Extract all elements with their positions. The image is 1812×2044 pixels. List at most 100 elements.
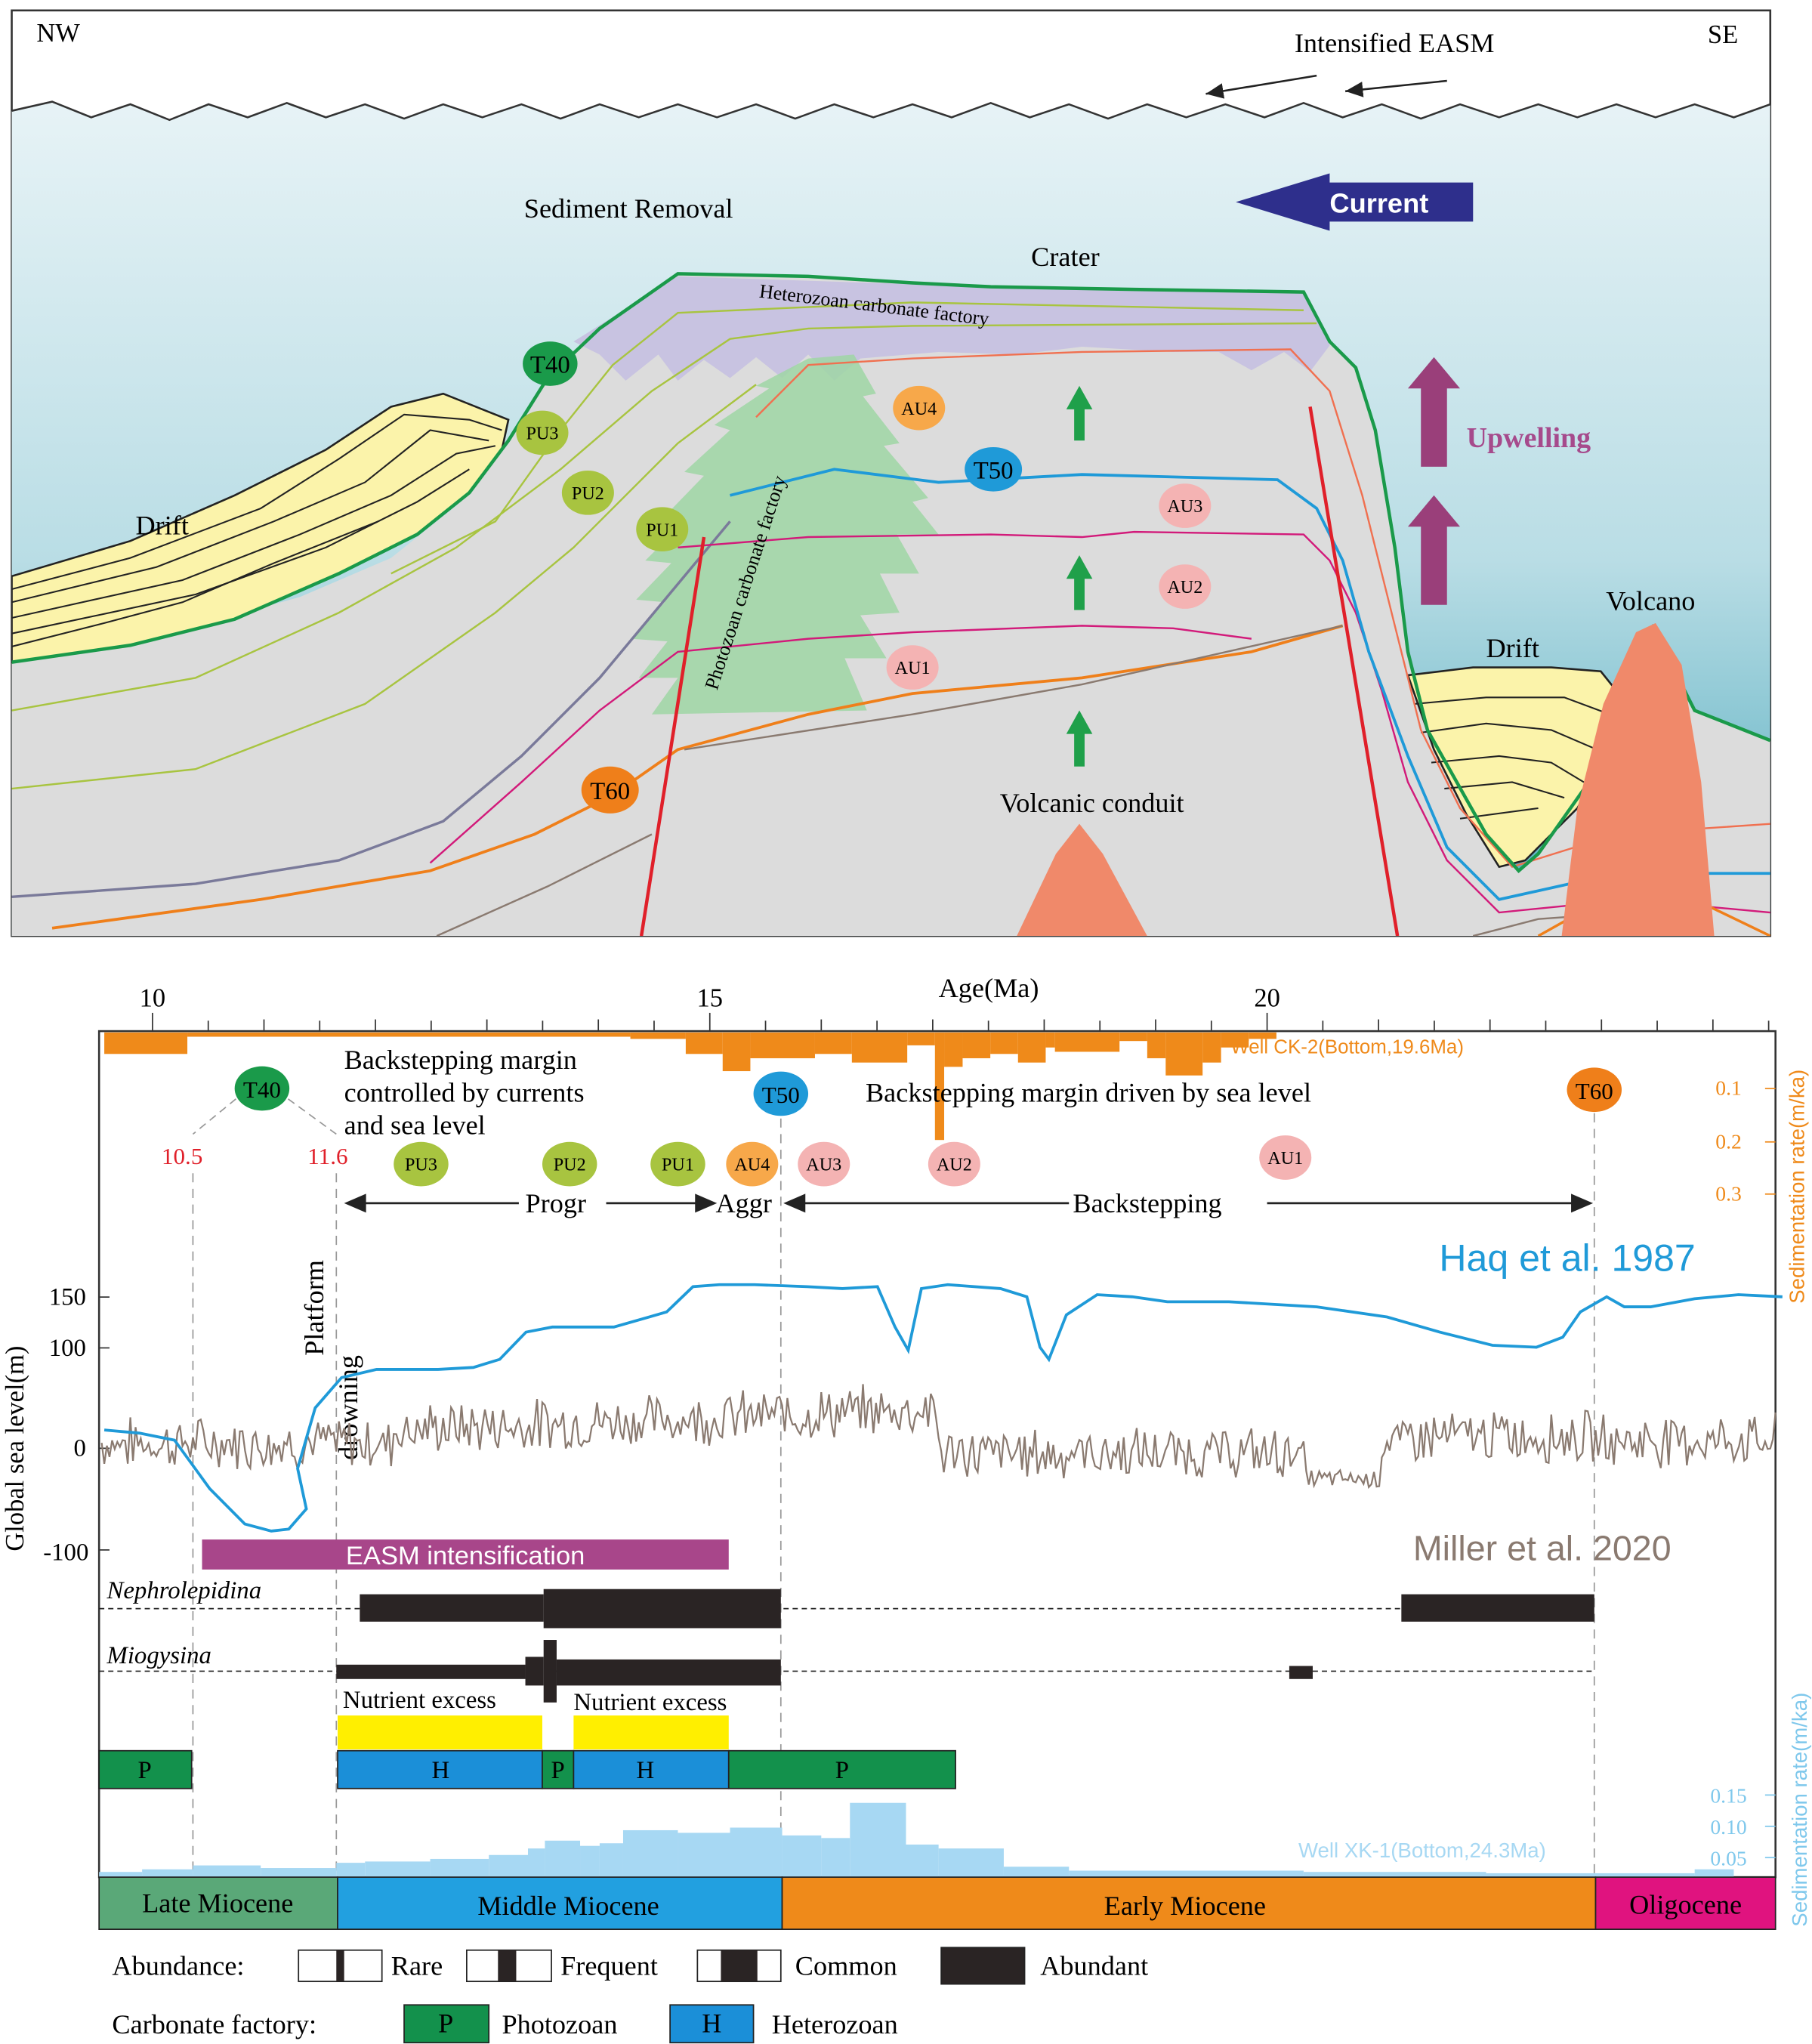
legend-common: Common [696, 1949, 897, 1983]
ck2-bar [814, 1032, 852, 1054]
ck2-sedimentation-bars [104, 1032, 1276, 1141]
t50-marker: T50 [965, 446, 1023, 492]
haq-sea-level-curve [103, 1283, 1783, 1533]
age-11-6: 11.6 [307, 1143, 347, 1169]
svg-text:T40: T40 [243, 1076, 281, 1103]
factory-bar-3: P [542, 1749, 575, 1789]
svg-text:AU3: AU3 [1167, 496, 1202, 517]
ck2-bar [1147, 1032, 1166, 1058]
ck2-bar [750, 1032, 815, 1058]
age-tick-label: 20 [1254, 983, 1280, 1012]
trend-arrows [344, 1193, 1594, 1213]
xk1-bar [782, 1835, 822, 1878]
current-arrow [1236, 173, 1474, 231]
upward-arrow-1 [1066, 385, 1093, 441]
svg-text:Middle Miocene: Middle Miocene [477, 1891, 659, 1921]
xk1-bar [430, 1858, 489, 1878]
right-top-tick-1: 0.1 [1715, 1076, 1742, 1100]
upward-arrow-2 [1066, 555, 1093, 610]
left-tick-150: 150 [49, 1283, 86, 1311]
xk1-bar [1694, 1869, 1734, 1878]
ck2-bar [1045, 1032, 1055, 1048]
age-axis-title: Age(Ma) [939, 973, 1039, 1003]
left-tick-0: 0 [74, 1435, 86, 1462]
aggr-label: Aggr [716, 1188, 772, 1218]
nutrient-excess-bar-1 [338, 1715, 542, 1749]
ck2-bar [1054, 1032, 1120, 1052]
au2-bubble: AU2 [1159, 564, 1212, 609]
xk1-bar [622, 1829, 678, 1878]
ck2-bar [1165, 1032, 1203, 1076]
photozoan-tree [631, 354, 939, 715]
volcanic-conduit-label: Volcanic conduit [1000, 788, 1184, 818]
au1-bubble-timeline: AU1 [1259, 1135, 1312, 1180]
svg-text:Abundant: Abundant [1040, 1951, 1148, 1981]
pu2-bubble-timeline: PU2 [542, 1141, 597, 1187]
svg-text:P: P [835, 1757, 849, 1784]
nw-label: NW [36, 19, 80, 48]
xk1-bar [850, 1802, 906, 1878]
pu1-bubble: PU1 [636, 507, 689, 552]
sea-surface-line [11, 100, 1770, 122]
ck2-bar [630, 1032, 686, 1039]
miogysina-label: Miogysina [106, 1642, 211, 1669]
ck2-bar [187, 1032, 631, 1037]
svg-text:PU1: PU1 [662, 1155, 694, 1175]
t40-marker: T40 [523, 341, 578, 386]
factory-bar-5: P [727, 1749, 956, 1789]
right-bottom-tick-2: 0.10 [1710, 1815, 1746, 1839]
sediment-removal-label: Sediment Removal [524, 193, 733, 224]
t60-marker: T60 [581, 766, 639, 814]
easm-intensification-bar [202, 1539, 729, 1570]
ck2-bar [1249, 1032, 1276, 1039]
right-bottom-tick-1: 0.15 [1710, 1784, 1746, 1808]
t40-marker-timeline: T40 [234, 1066, 290, 1111]
svg-text:AU3: AU3 [806, 1155, 841, 1175]
xk1-sedimentation-bars [99, 1802, 1734, 1878]
right-bottom-tick-3: 0.05 [1710, 1847, 1746, 1870]
au2-bubble-timeline: AU2 [928, 1141, 980, 1187]
au3-bubble: AU3 [1159, 483, 1212, 528]
abundance-legend-label: Abundance: [112, 1951, 244, 1981]
svg-text:P: P [438, 2008, 453, 2038]
epoch-early-miocene: Early Miocene [781, 1876, 1597, 1931]
au3-bubble-timeline: AU3 [798, 1141, 850, 1187]
heterozoan-cap [573, 276, 1330, 381]
xk1-bar [99, 1872, 143, 1878]
backstepping-label: Backstepping [1073, 1188, 1221, 1218]
svg-text:PU2: PU2 [554, 1155, 586, 1175]
nutrient-excess-bar-2 [573, 1715, 729, 1749]
right-top-tick-3: 0.3 [1715, 1181, 1742, 1205]
drift-right-label: Drift [1486, 633, 1539, 663]
left-axis-title: Global sea level(m) [1, 1346, 29, 1552]
nephrolepidina-bar-abundant [543, 1589, 781, 1629]
easm-label: Intensified EASM [1295, 28, 1495, 58]
svg-text:Early Miocene: Early Miocene [1104, 1891, 1266, 1921]
t40-connectors [192, 1098, 337, 1135]
svg-text:AU4: AU4 [901, 399, 937, 419]
svg-text:P: P [137, 1757, 151, 1784]
miogysina-bar-frequent [336, 1664, 526, 1679]
progr-label: Progr [526, 1188, 587, 1218]
pu3-bubble-timeline: PU3 [394, 1141, 449, 1187]
svg-text:Rare: Rare [391, 1951, 443, 1981]
xk1-bar [527, 1848, 545, 1878]
upwelling-arrow-top [1407, 357, 1461, 467]
upwelling-label: Upwelling [1467, 422, 1591, 454]
factory-bar-4: H [573, 1749, 730, 1789]
ck2-bar [1221, 1032, 1249, 1048]
legend-frequent: Frequent [466, 1949, 658, 1983]
drift-left-label: Drift [135, 511, 188, 541]
miogysina-bar-spike [543, 1640, 557, 1703]
svg-text:Heterozoan: Heterozoan [772, 2009, 898, 2039]
ck2-bar [990, 1032, 1018, 1054]
age-10-5: 10.5 [162, 1143, 202, 1169]
pu1-bubble-timeline: PU1 [650, 1141, 705, 1187]
ck2-bar [104, 1032, 188, 1054]
ck2-bar [1119, 1032, 1147, 1042]
svg-text:Common: Common [795, 1951, 897, 1981]
legend-rare: Rare [298, 1949, 443, 1983]
legend: Abundance: Rare Frequent Common Abundant… [112, 1947, 1148, 2044]
xk1-bar [599, 1843, 623, 1878]
